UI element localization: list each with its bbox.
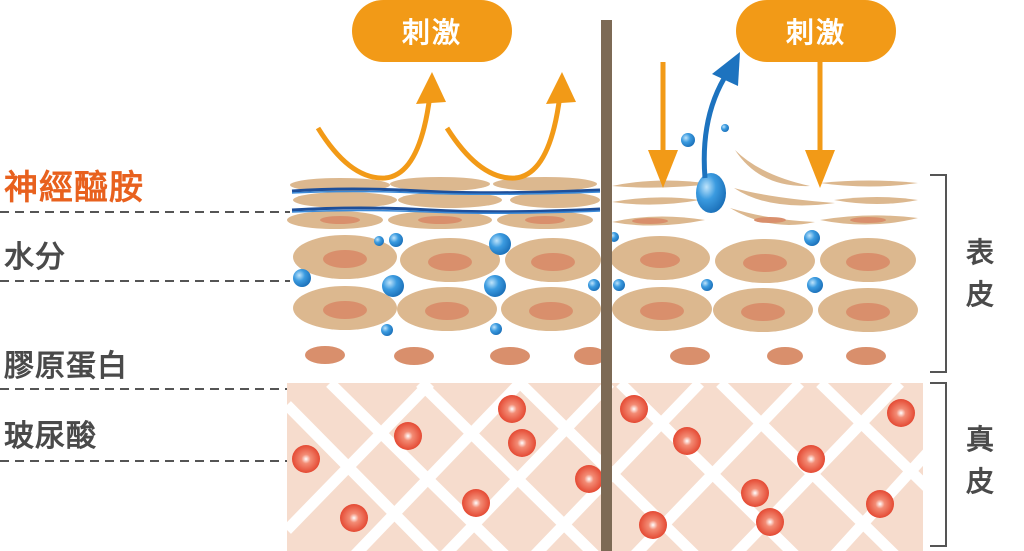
label-water: 水分	[4, 240, 66, 275]
ceramide-barrier	[291, 187, 601, 215]
water-drops-left	[293, 233, 600, 336]
layer-label-dermis-1: 真	[965, 423, 994, 456]
reflect-arrow-2	[444, 94, 563, 181]
layer-label-dermis-2: 皮	[965, 465, 994, 498]
arrowhead-1	[416, 72, 446, 104]
hyaluronic-dots	[292, 395, 915, 539]
label-collagen: 膠原蛋白	[4, 349, 128, 384]
dermis-bracket	[930, 382, 947, 547]
guide-lines	[0, 211, 290, 462]
spinous-cells-right	[610, 236, 918, 332]
basal-cells-right	[670, 347, 886, 365]
corneum-cells-left	[287, 177, 600, 229]
label-hyaluronic: 玻尿酸	[4, 419, 97, 454]
epidermis-right	[609, 124, 918, 365]
arrowhead-2	[546, 72, 576, 104]
reflect-arrow-1	[315, 94, 433, 181]
layer-brackets	[930, 174, 947, 547]
epidermis-left	[287, 177, 606, 365]
water-escape-arrow	[701, 52, 740, 179]
stimulus-pill-right: 刺激	[736, 0, 896, 62]
basal-cells-left	[305, 346, 606, 365]
water-drops-right	[609, 124, 823, 293]
layer-label-epidermis-1: 表	[965, 236, 994, 269]
label-ceramide: 神經醯胺	[4, 168, 144, 208]
stimulus-pill-left: 刺激	[352, 0, 512, 62]
layer-label-epidermis-2: 皮	[965, 278, 994, 311]
center-divider	[601, 20, 612, 551]
stimulus-arrows-right	[648, 58, 835, 188]
epidermis-bracket	[930, 174, 947, 373]
stimulus-arrows-left	[315, 94, 563, 181]
spinous-cells-left	[293, 235, 601, 331]
